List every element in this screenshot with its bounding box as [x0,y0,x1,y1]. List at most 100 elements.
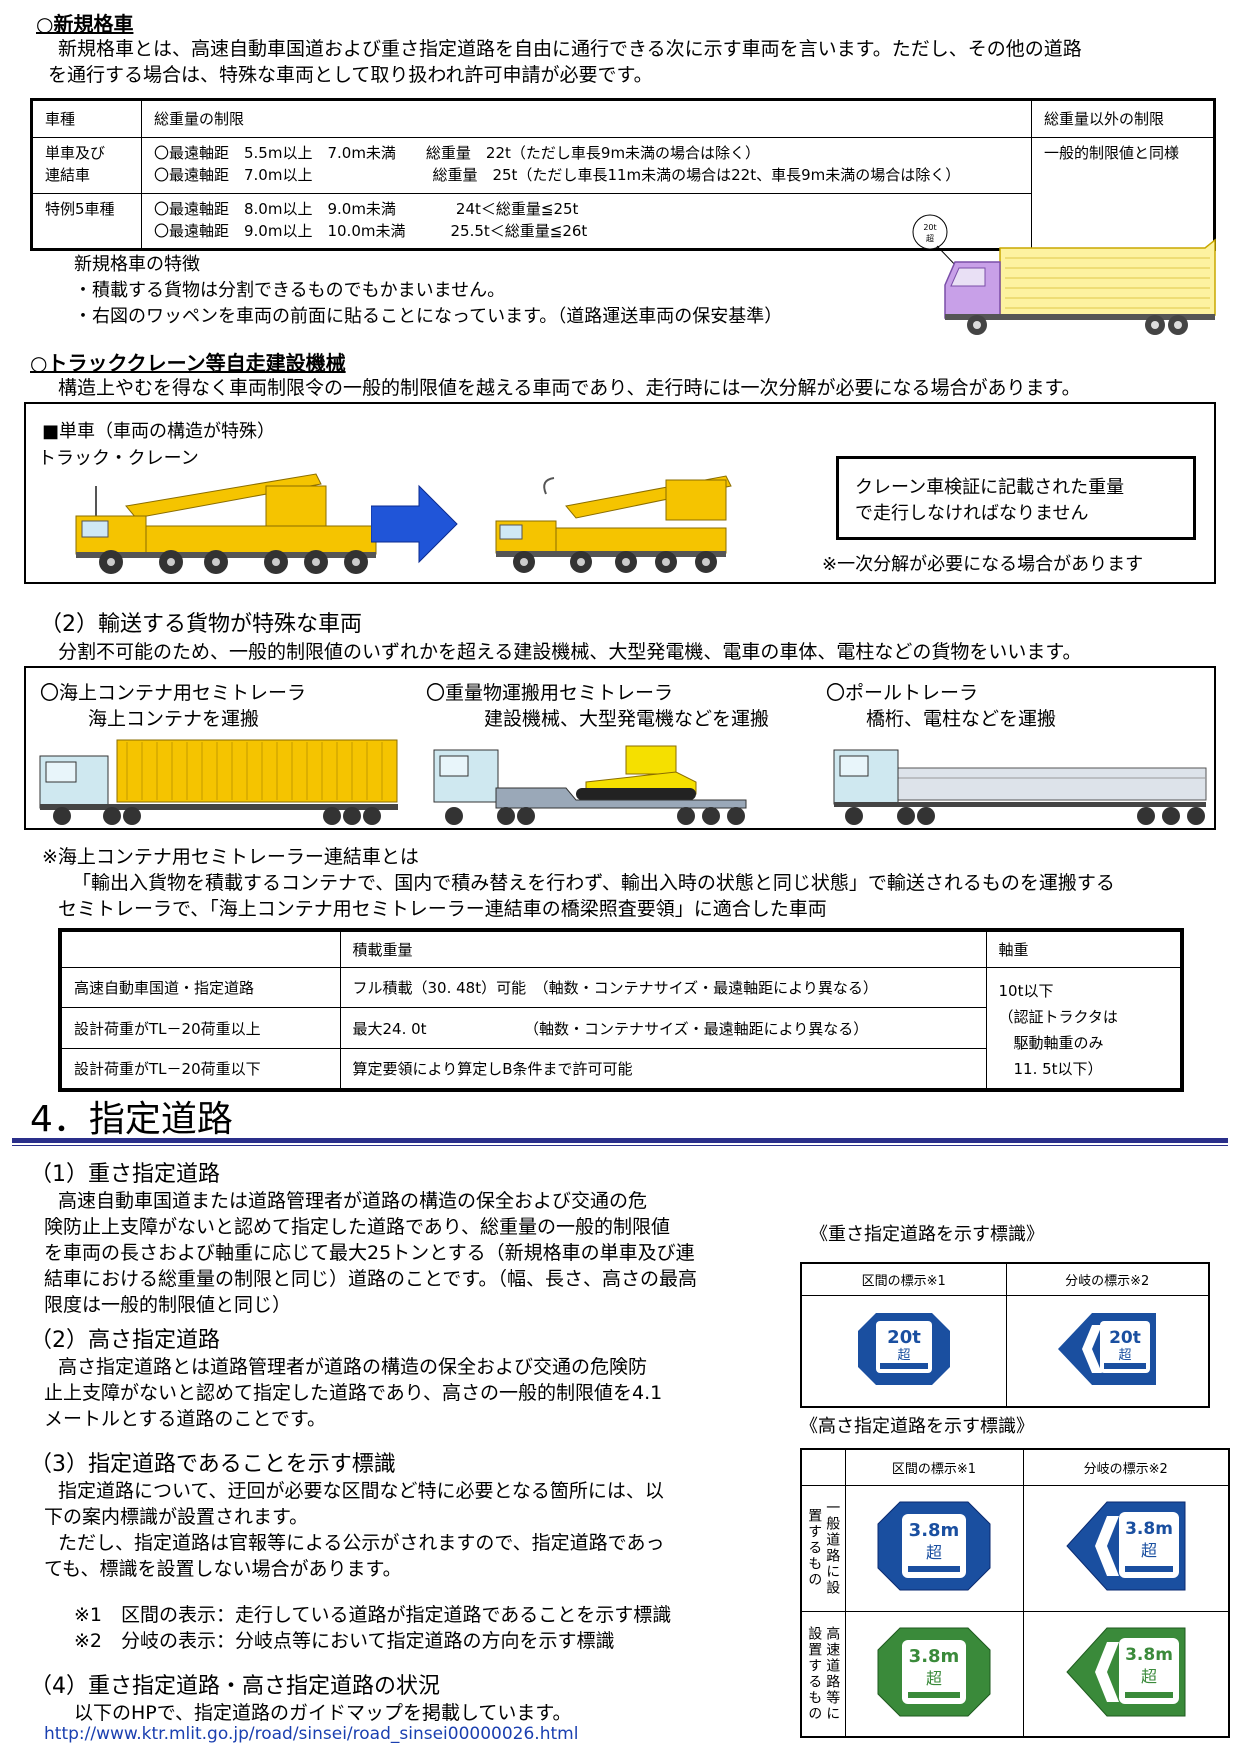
subsection-title: （4）重さ指定道路・高さ指定道路の状況 [30,1674,440,1699]
new-standard-truck-illustration: 20t 超 [912,214,1216,335]
height-section-sign-blue: 3.8m 超 [844,1484,1024,1612]
paragraph: 止上支障がないと認めて指定した道路であり、高さの一般的制限値を4.1 [44,1382,663,1404]
section-title-crane: ○トラッククレーン等自走建設機械 [30,351,346,375]
svg-text:超: 超 [926,1669,942,1688]
note-footer: ※一次分解が必要になる場合があります [822,554,1144,575]
height-branch-sign-blue: 3.8m 超 [1022,1484,1230,1612]
sign-col-header: 区間の標示※1 [800,1262,1007,1296]
svg-text:3.8m: 3.8m [1125,1645,1173,1665]
paragraph: 構造上やむを得なく車両制限令の一般的制限値を越える車両であり、走行時には一次分解… [58,377,1081,399]
badge-20t: 20t [923,223,936,232]
disassembled-crane-illustration [495,475,732,573]
paragraph: 険防止上支障がないと認めて指定した道路であり、総重量の一般的制限値 [44,1216,671,1238]
paragraph: 下の案内標識が設置されます。 [44,1506,309,1528]
table-cell: 10t以下（認証トラクタは 駆動軸重のみ 11. 5t以下） [985,966,1183,1090]
pole-trailer-illustration [833,749,1207,825]
box-title: ■単車（車両の構造が特殊） [42,421,276,442]
trailer-subtitle: 海上コンテナを運搬 [88,708,260,730]
paragraph: 以下のHPで、指定道路のガイドマップを掲載しています。 [74,1702,572,1724]
paragraph: 分割不可能のため、一般的制限値のいずれかを超える建設機械、大型発電機、電車の車体… [58,641,1082,663]
features-title: 新規格車の特徴 [74,254,200,275]
svg-text:20t: 20t [887,1327,921,1348]
table-header: 積載重量 [339,929,987,968]
table-cell: 特例5車種 [31,193,142,250]
svg-text:3.8m: 3.8m [909,1646,960,1667]
sign-col-header: 区間の標示※1 [844,1448,1024,1486]
svg-text:20t: 20t [1109,1328,1141,1348]
svg-text:超: 超 [897,1348,910,1363]
table-cell: 高速自動車国道・指定道路 [59,966,341,1009]
table-header [59,929,341,968]
container-trailer-illustration [39,739,398,825]
guide-map-link[interactable]: http://www.ktr.mlit.go.jp/road/sinsei/ro… [44,1724,579,1744]
paragraph: を通行する場合は、特殊な車両として取り扱われ許可申請が必要です。 [48,64,653,86]
height-sign-title: 《高さ指定道路を示す標識》 [800,1416,1034,1437]
svg-text:超: 超 [1141,1541,1157,1560]
weight-sign-title: 《重さ指定道路を示す標識》 [810,1224,1044,1245]
table-cell: 一般的制限値と同様 [1031,137,1215,250]
paragraph: 結車における総重量の制限と同じ）道路のことです。（幅、長さ、高さの最高 [44,1268,698,1290]
table-header: 総重量以外の制限 [1031,99,1215,138]
subsection-title: （1）重さ指定道路 [30,1162,220,1187]
svg-text:超: 超 [1141,1667,1157,1686]
heading-rule-thin [12,1145,1228,1146]
note-line: セミトレーラで、「海上コンテナ用セミトレーラー連結車の橋梁照査要領」に適合した車… [58,898,827,920]
paragraph: メートルとする道路のことです。 [44,1408,326,1430]
container-trailer-table: 積載重量 軸重 高速自動車国道・指定道路 フル積載（30. 48t）可能 （軸数… [58,928,1184,1092]
crane-box: ■単車（車両の構造が特殊） トラック・クレーン クレーン車検証に記載された重量 … [24,402,1216,584]
box-subtitle: トラック・クレーン [38,448,199,469]
heading-rule [12,1138,1228,1143]
paragraph: 新規格車とは、高速自動車国道および重さ指定道路を自由に通行できる次に示す車両を言… [58,38,1082,60]
new-standard-table: 車種 総重量の制限 総重量以外の制限 単車及び連結車 〇最遠軸距 5.5m以上 … [30,98,1216,251]
trailer-subtitle: 橋桁、電柱などを運搬 [866,708,1057,730]
crane-truck-illustration [75,473,377,574]
table-cell: 設計荷重がTL－20荷重以上 [59,1007,341,1050]
table-header: 総重量の制限 [141,99,1032,138]
trailer-subtitle: 建設機械、大型発電機などを運搬 [484,708,770,730]
note-line: 「輸出入貨物を積載するコンテナで、国内で積み替えを行わず、輸出入時の状態と同じ状… [72,872,1115,894]
sign-row-header: 高速道路等に設置するもの [800,1610,846,1738]
heavy-trailer-illustration [433,745,747,825]
table-header: 車種 [31,99,142,138]
paragraph: を車両の長さおよび軸重に応じて最大25トンとする（新規格車の単車及び連 [44,1242,695,1264]
badge-over: 超 [926,233,934,243]
table-header: 軸重 [985,929,1183,968]
sign-col-header: 分岐の標示※2 [1022,1448,1230,1486]
svg-text:超: 超 [1119,1348,1132,1363]
note-title: ※海上コンテナ用セミトレーラー連結車とは [42,846,419,868]
paragraph: 高速自動車国道または道路管理者が道路の構造の保全および交通の危 [58,1190,648,1212]
trailer-title: 〇重量物運搬用セミトレーラ [426,682,674,704]
trailer-title: 〇海上コンテナ用セミトレーラ [40,682,307,704]
height-section-sign-green: 3.8m 超 [844,1610,1024,1738]
trailer-title: 〇ポールトレーラ [826,682,979,704]
feature-item: ・右図のワッペンを車両の前面に貼ることになっています。（道路運送車両の保安基準） [74,306,783,327]
crane-note-box: クレーン車検証に記載された重量 で走行しなければなりません [836,456,1196,540]
section-heading-designated-roads: 4．指定道路 [30,1099,233,1140]
section-title-new-standard: ○新規格車 [36,12,134,36]
table-cell: 単車及び連結車 [31,137,142,194]
svg-text:3.8m: 3.8m [909,1520,960,1541]
footnote: ※2 分岐の表示：分岐点等において指定道路の方向を示す標識 [74,1630,615,1652]
footnote: ※1 区間の表示：走行している道路が指定道路であることを示す標識 [74,1604,672,1626]
sign-col-header: 分岐の標示※2 [1005,1262,1210,1296]
note-line: クレーン車検証に記載された重量 [855,477,1125,498]
arrow-right-icon [371,484,458,564]
svg-text:超: 超 [926,1543,942,1562]
height-branch-sign-green: 3.8m 超 [1022,1610,1230,1738]
trailer-box: 〇海上コンテナ用セミトレーラ 海上コンテナを運搬 〇重量物運搬用セミトレーラ 建… [24,666,1216,830]
paragraph: 高さ指定道路とは道路管理者が道路の構造の保全および交通の危険防 [58,1356,648,1378]
subsection-title: （3）指定道路であることを示す標識 [30,1452,396,1477]
table-cell: 最大24. 0t （軸数・コンテナサイズ・最遠軸距により異なる） [339,1007,987,1050]
paragraph: 限度は一般的制限値と同じ） [44,1294,292,1316]
svg-text:3.8m: 3.8m [1125,1519,1173,1539]
paragraph: ても、標識を設置しない場合があります。 [44,1558,402,1580]
table-cell: 〇最遠軸距 5.5m以上 7.0m未満 総重量 22t（ただし車長9m未満の場合… [141,137,1032,194]
table-cell: 算定要領により算定しB条件まで許可可能 [339,1048,987,1090]
paragraph: ただし、指定道路は官報等による公示がされますので、指定道路であっ [58,1532,665,1554]
subsection-title: （2）高さ指定道路 [30,1328,220,1353]
